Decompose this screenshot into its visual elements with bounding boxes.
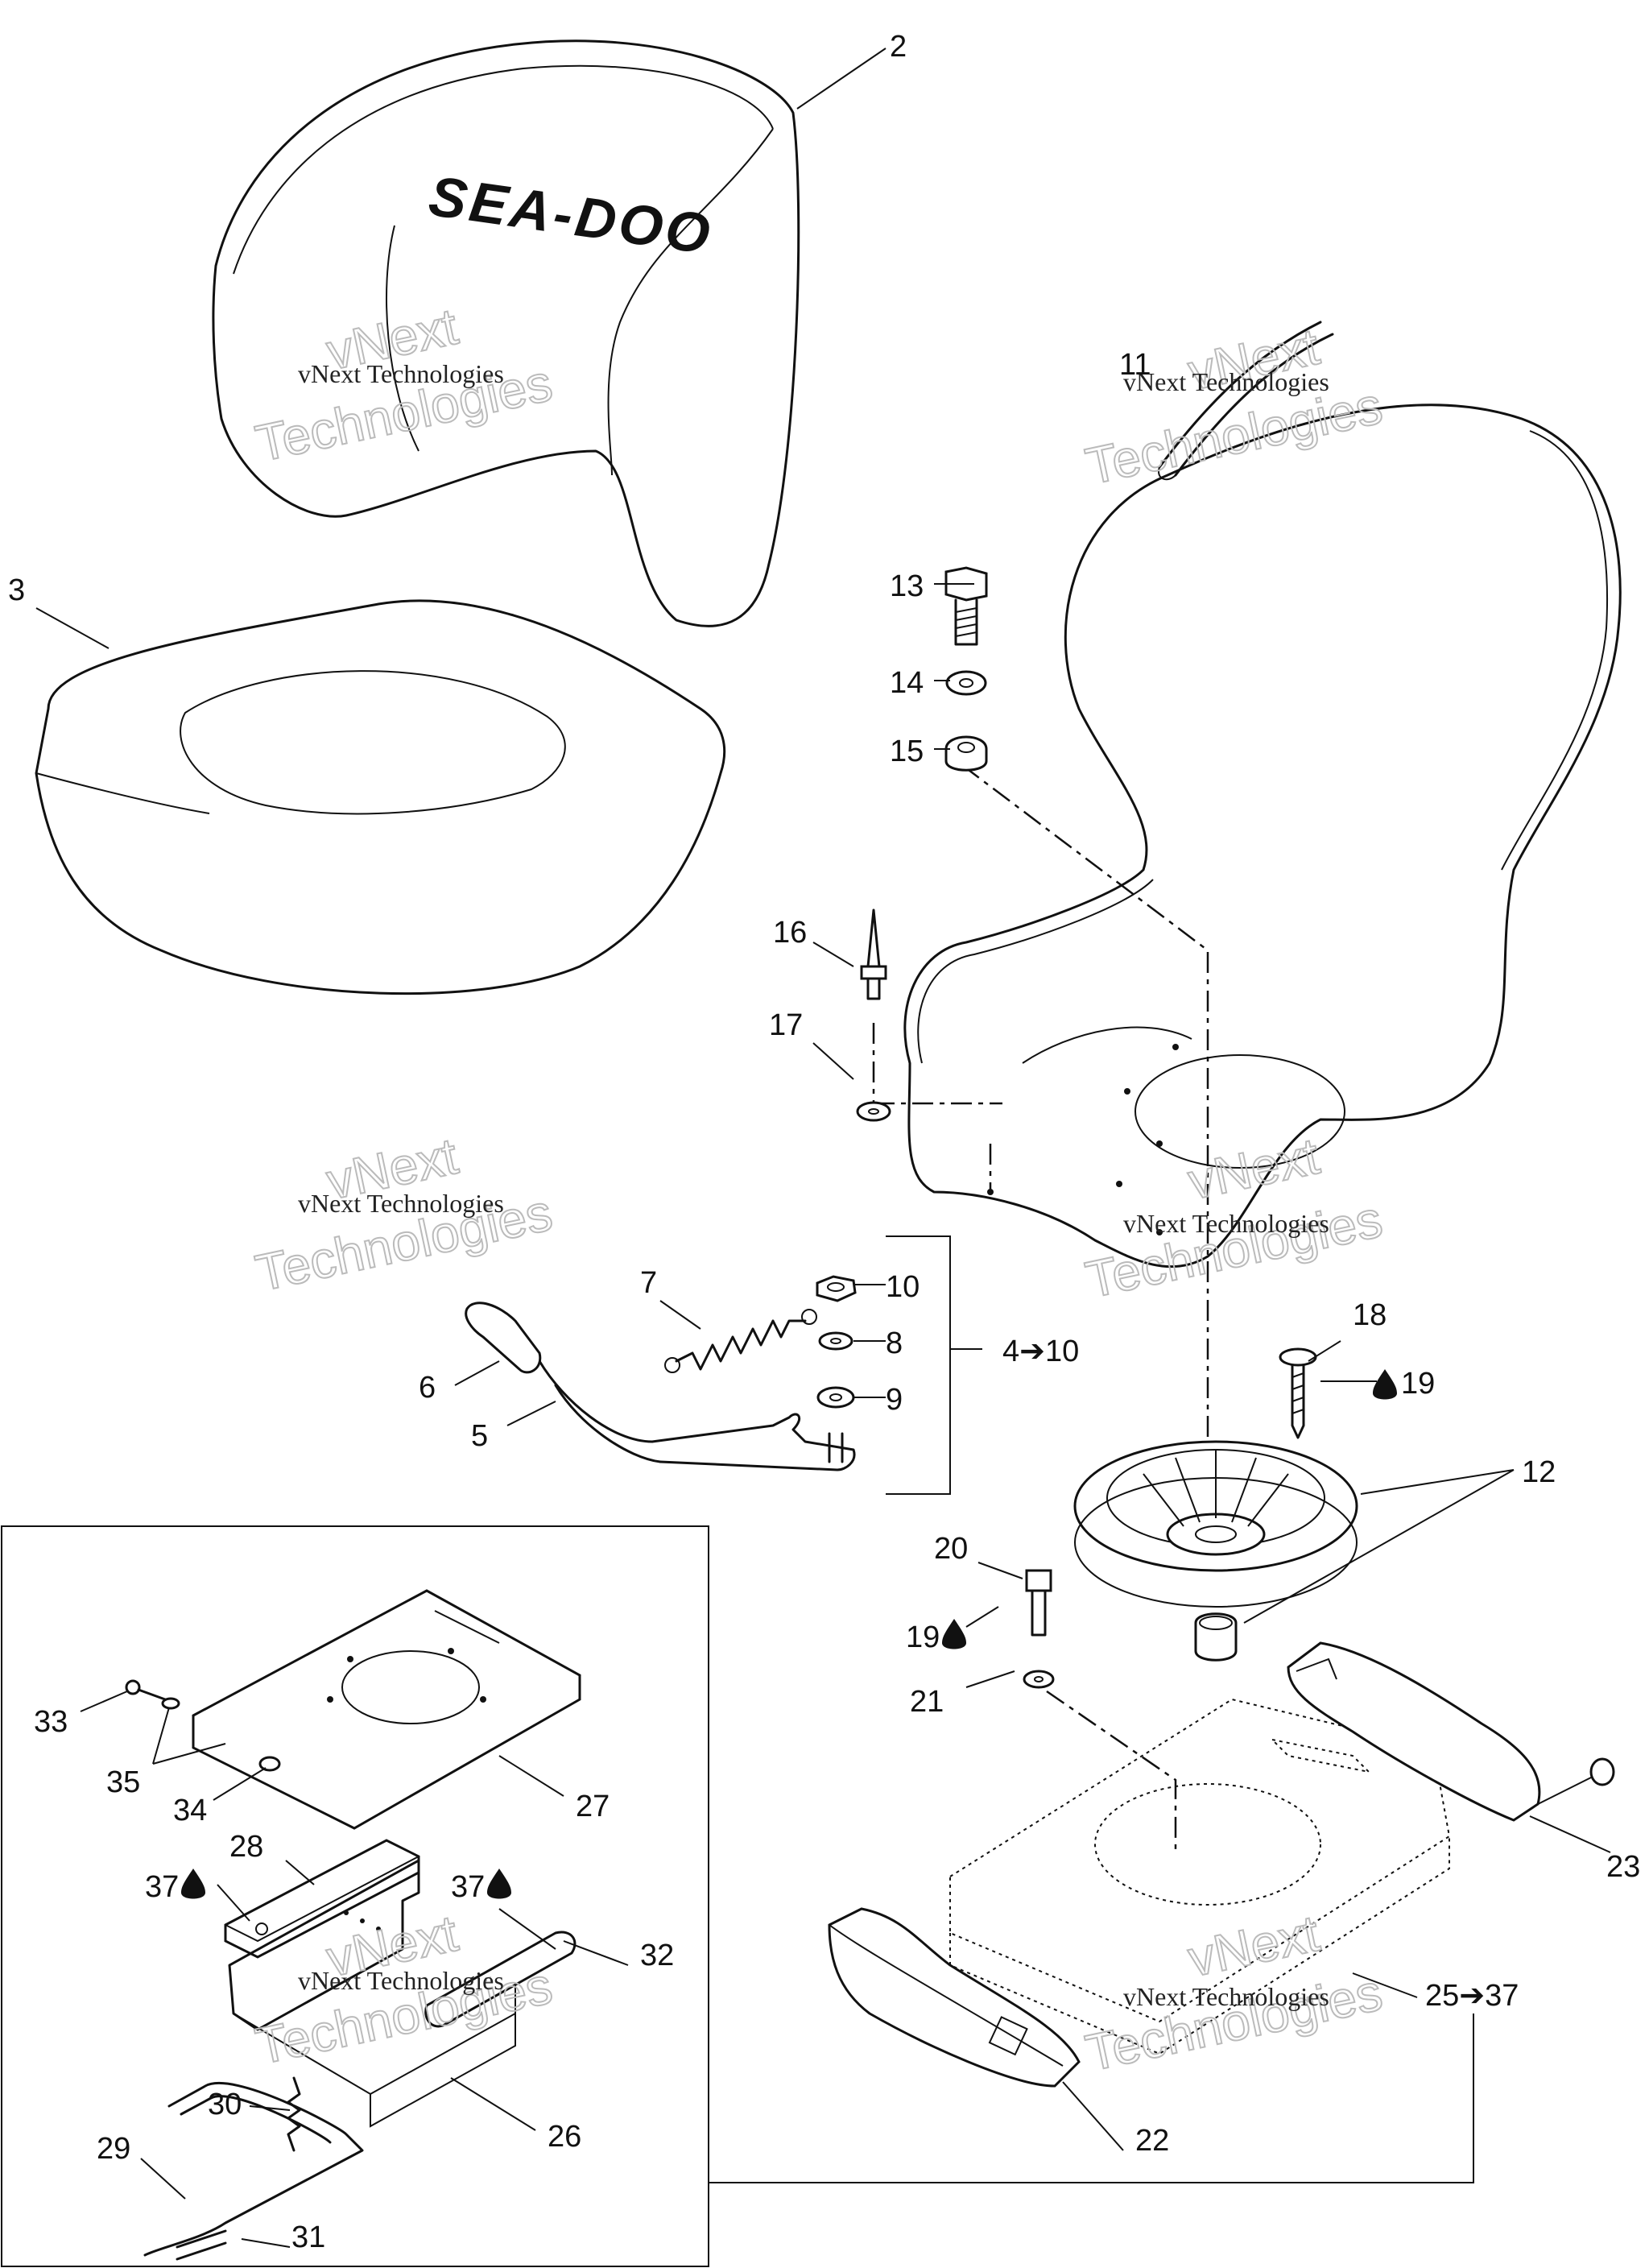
callout-37a: 37 [145,1870,179,1904]
callout-5: 5 [471,1419,488,1453]
grommet-15 [944,735,988,772]
lock-washer-9 [816,1386,855,1409]
seat-shell [903,404,1622,1269]
callout-13: 13 [890,569,924,603]
assembly-line-lower [1046,1690,1177,1852]
callout-10: 10 [886,1270,920,1304]
callout-labels: 2 3 4➔10 5 6 7 8 9 10 11 12 13 14 15 16 … [8,30,1640,2254]
callout-20: 20 [934,1532,968,1566]
callout-19a: 19 [1401,1367,1435,1401]
callout-16: 16 [773,916,807,950]
washer-8 [818,1331,853,1351]
callout-37b: 37 [451,1870,485,1904]
callout-32: 32 [640,1939,674,1972]
leader-lines [35,48,1611,2248]
bracket-25-37 [709,2013,1474,2183]
washer-35 [161,1697,180,1710]
svg-text:Technologies: Technologies [1081,1963,1387,2082]
slide-plate-27 [192,1589,581,1830]
callout-18: 18 [1353,1298,1387,1332]
callout-21: 21 [910,1685,944,1719]
drop-icon-19b [942,1619,966,1649]
callout-11: 11 [1119,348,1151,382]
callout-15: 15 [890,735,924,768]
callout-17: 17 [769,1008,803,1042]
bolt-20 [1025,1569,1052,1637]
svg-text:vNext Technologies: vNext Technologies [298,359,504,388]
svg-text:Technologies: Technologies [1081,1190,1387,1309]
spring-30 [287,2076,301,2152]
callout-3: 3 [8,573,25,607]
watermark: vNext Technologies vNext Technologies vN… [250,296,1387,2084]
spring-7 [664,1309,817,1373]
tube-32 [424,1931,577,2028]
callout-7: 7 [640,1266,657,1300]
callout-6: 6 [419,1371,436,1405]
callout-27: 27 [576,1790,610,1823]
assembly-line-pin [872,1023,1002,1192]
bushing-12 [1194,1612,1238,1662]
grip-6 [465,1302,542,1374]
screw-33 [125,1679,167,1701]
callout-2: 2 [890,30,907,64]
backrest-cushion: SEA-DOO [212,39,800,627]
stud [828,1432,844,1463]
slide-base-26 [228,1859,516,2128]
callout-29: 29 [97,2132,130,2166]
assembly-line-upper [961,764,1209,1506]
callout-19b: 19 [906,1620,940,1654]
svg-text:vNext Technologies: vNext Technologies [1123,367,1329,396]
rail-22 [828,1907,1081,2088]
callout-26: 26 [548,2120,581,2154]
callout-22: 22 [1135,2124,1169,2158]
svg-text:vNext Technologies: vNext Technologies [298,1966,504,1995]
callout-9: 9 [886,1383,903,1417]
callout-25-37: 25➔37 [1425,1979,1519,2013]
callout-4-10: 4➔10 [1002,1335,1079,1368]
callout-14: 14 [890,666,924,700]
callout-31: 31 [291,2220,325,2254]
nut-10 [816,1275,857,1302]
svg-text:vNext: vNext [1183,1904,1324,1988]
slide-plate-25 [949,1698,1451,2055]
callout-33: 33 [34,1705,68,1739]
swivel-base-12 [1073,1440,1358,1608]
screw-18 [1279,1347,1317,1439]
callout-28: 28 [229,1830,263,1864]
drop-icon-37a [181,1869,205,1899]
callout-34: 34 [173,1794,207,1827]
bracket-4-10 [886,1235,982,1495]
drop-icon-19a [1373,1369,1397,1400]
rail-23 [1287,1641,1615,1822]
washer-21 [1023,1670,1055,1689]
bolt-13 [944,566,988,646]
svg-text:vNext: vNext [1183,1127,1324,1211]
drop-icon-37b [487,1869,511,1899]
callout-35: 35 [106,1765,140,1799]
seat-cushion [35,599,726,995]
nut-34 [258,1756,281,1772]
callout-23: 23 [1606,1850,1640,1884]
svg-text:vNext Technologies: vNext Technologies [1123,1982,1329,2011]
callout-12: 12 [1522,1455,1556,1489]
washer-14 [945,670,987,696]
trim-strip [1158,321,1334,481]
handle-29 [143,2081,364,2257]
rod-31 [176,2229,227,2261]
washer-17 [856,1101,891,1122]
svg-text:vNext Technologies: vNext Technologies [298,1189,504,1218]
detail-box [1,1525,709,2267]
lever-5 [473,1310,856,1471]
callout-30: 30 [208,2088,242,2121]
push-pin-16 [860,908,887,1000]
svg-text:vNext Technologies: vNext Technologies [1123,1209,1329,1238]
sea-doo-logo: SEA-DOO [425,164,717,267]
callout-8: 8 [886,1326,903,1360]
